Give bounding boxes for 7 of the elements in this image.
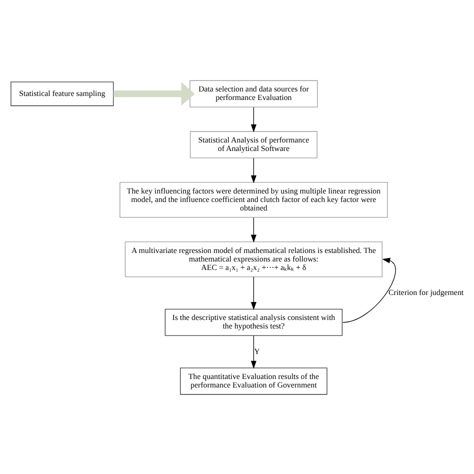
arrow [250, 216, 256, 242]
arrow [342, 257, 396, 322]
arrow [250, 334, 256, 368]
arrow [250, 276, 256, 310]
arrow [250, 106, 256, 132]
arrow [113, 81, 195, 106]
arrow [250, 157, 256, 183]
